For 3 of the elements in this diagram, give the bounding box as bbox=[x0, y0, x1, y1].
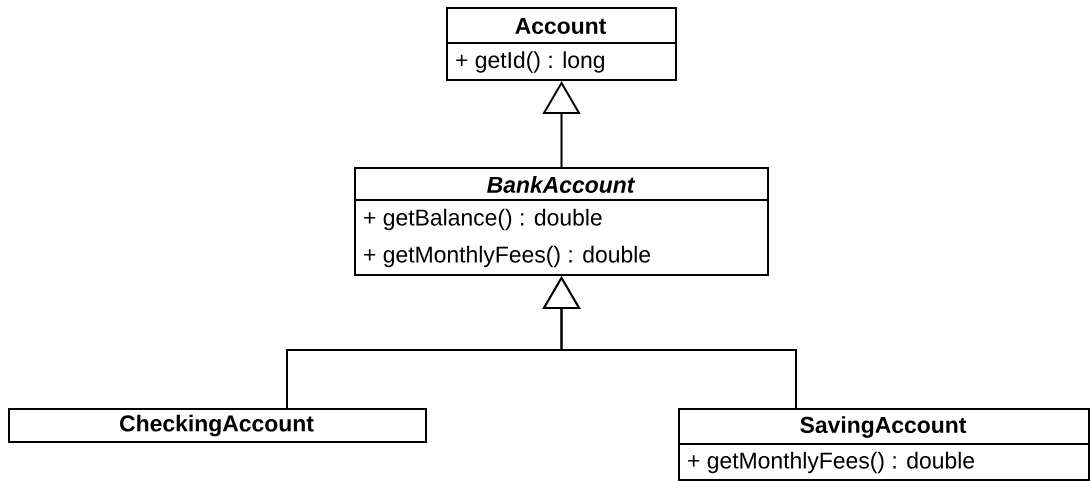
class-box: CheckingAccount bbox=[8, 408, 427, 443]
class-box: BankAccount + getBalance() : double + getMonthlyFees() : double bbox=[353, 167, 769, 276]
class-box: SavingAccount + getMonthlyFees() : double bbox=[677, 408, 1090, 481]
